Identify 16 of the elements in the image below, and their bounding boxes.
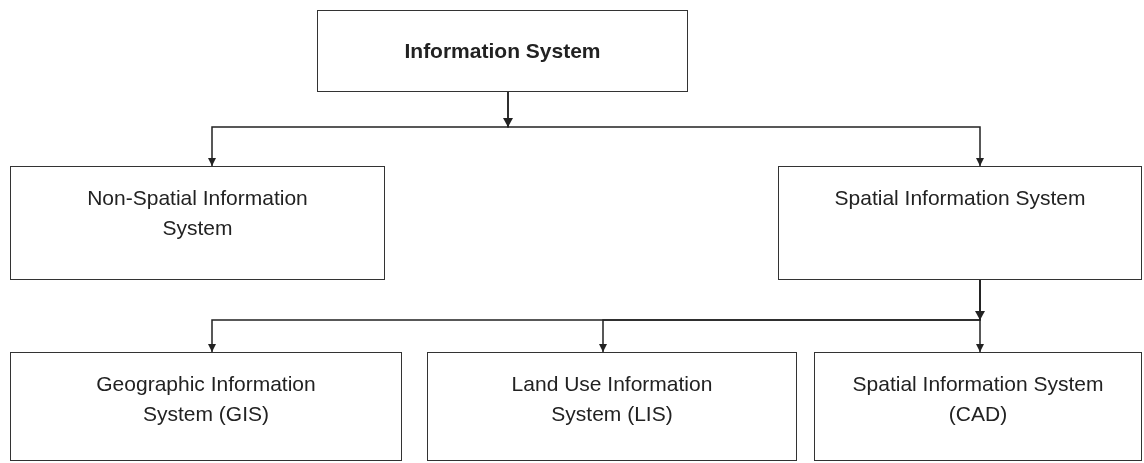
process-box (10, 352, 402, 461)
junction-arrowhead (503, 118, 513, 127)
process-box (778, 166, 1142, 280)
box-label: Spatial Information System (834, 185, 1086, 211)
junction-arrowhead (975, 311, 985, 320)
box-label: Spatial Information System (CAD) (851, 371, 1105, 428)
box-label: Information System (404, 37, 601, 64)
process-box (317, 10, 688, 92)
box-label: Land Use Information System (LIS) (510, 371, 714, 428)
box-label: Geographic Information System (GIS) (95, 371, 317, 428)
connector-arrow (976, 279, 984, 353)
box-label: Non-Spatial Information System (86, 185, 309, 242)
process-box (814, 352, 1142, 461)
connector-arrow (507, 91, 984, 167)
process-box (10, 166, 385, 280)
process-box (427, 352, 797, 461)
